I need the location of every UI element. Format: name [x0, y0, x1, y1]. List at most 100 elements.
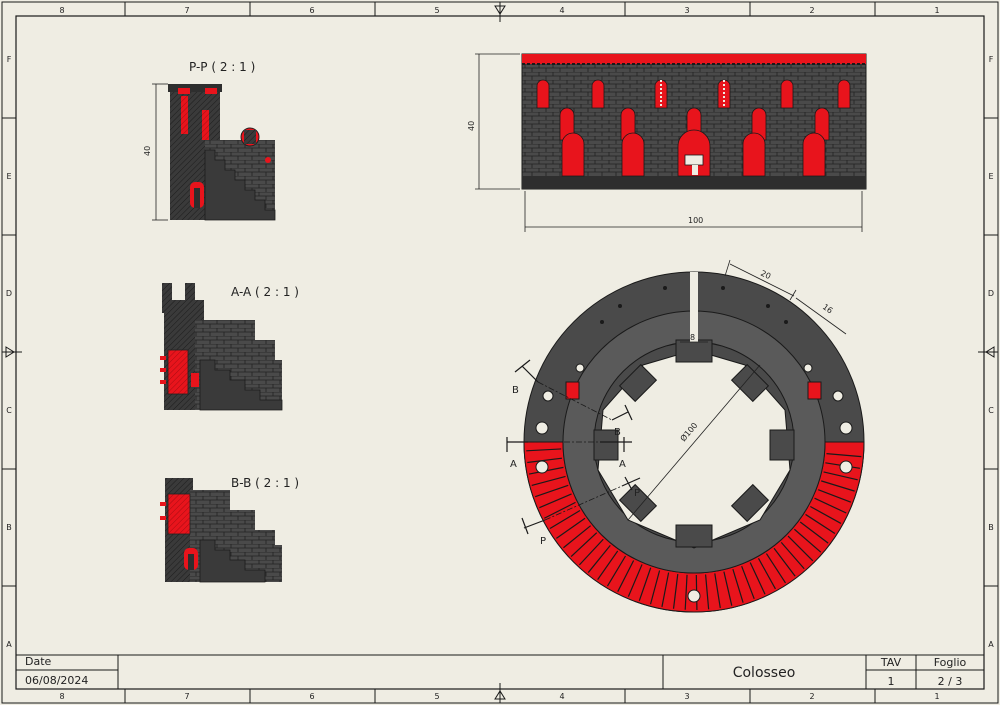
col-label-8: 8	[59, 6, 64, 15]
seat-divider	[821, 480, 855, 492]
seat-divider	[539, 493, 572, 509]
seat-divider	[805, 513, 836, 535]
front-elevation[interactable]: 40 100	[467, 53, 867, 232]
seat-divider	[534, 484, 569, 498]
drawing-title: Colosseo	[733, 665, 796, 681]
foglio-label: Foglio	[934, 656, 967, 669]
seat-divider	[578, 538, 604, 566]
col-label-4-bottom: 4	[559, 692, 564, 701]
seat-divider	[570, 532, 598, 558]
seat-divider	[810, 505, 842, 524]
row-label-D-right: D	[988, 289, 994, 298]
center-arrow-top	[494, 5, 506, 15]
row-label-A-right: A	[988, 640, 994, 649]
col-label-7: 7	[184, 6, 189, 15]
seat-divider	[773, 547, 796, 577]
row-label-F-right: F	[989, 55, 994, 64]
seat-divider	[757, 558, 776, 590]
section-view-pp[interactable]: P-P ( 2 : 1 ) 40	[143, 60, 276, 221]
col-label-2-bottom: 2	[809, 692, 814, 701]
col-label-5: 5	[434, 6, 439, 15]
section-label-b-left: B	[512, 385, 519, 396]
row-label-E: E	[6, 172, 11, 181]
col-label-7-bottom: 7	[184, 692, 189, 701]
title-block	[15, 654, 985, 690]
seat-divider	[714, 573, 721, 609]
seat-divider	[587, 544, 611, 573]
row-label-B: B	[6, 523, 12, 532]
plan-dim-8: 8	[690, 333, 695, 342]
row-label-D: D	[6, 289, 12, 298]
seat-divider	[649, 570, 661, 605]
section-bb-title: B-B ( 2 : 1 )	[231, 476, 299, 490]
section-aa-title: A-A ( 2 : 1 )	[231, 285, 299, 299]
seat-divider	[723, 571, 733, 606]
seat-divider	[549, 509, 581, 530]
seat-divider	[606, 555, 627, 587]
seat-divider	[597, 550, 619, 580]
col-label-3: 3	[684, 6, 689, 15]
seat-divider	[661, 572, 670, 608]
col-label-6: 6	[309, 6, 314, 15]
seat-divider	[527, 457, 563, 464]
seat-divider	[638, 567, 652, 602]
seat-divider	[563, 525, 592, 549]
center-arrow-right	[985, 346, 995, 358]
seat-divider	[817, 489, 852, 503]
front-dim-width: 100	[688, 216, 703, 225]
col-label-3-bottom: 3	[684, 692, 689, 701]
seat-divider	[627, 564, 643, 597]
section-label-b-right: B	[614, 427, 621, 438]
col-label-6-bottom: 6	[309, 692, 314, 701]
tav-label: TAV	[880, 656, 902, 669]
center-arrow-left	[5, 346, 15, 358]
section-view-aa[interactable]: A-A ( 2 : 1 )	[160, 283, 299, 411]
seat-divider	[749, 562, 766, 595]
section-label-p-right: P	[634, 488, 640, 499]
section-label-a-right: A	[619, 459, 626, 470]
row-label-B-right: B	[988, 523, 994, 532]
pp-dim-height: 40	[143, 146, 152, 156]
seat-divider	[799, 521, 829, 544]
plan-view[interactable]: 20 16 8 Ø100 B B A A P P	[506, 259, 865, 613]
section-pp-title: P-P ( 2 : 1 )	[189, 60, 255, 74]
plan-dim-20: 20	[759, 269, 772, 281]
seat-divider	[617, 560, 635, 592]
seat-divider	[823, 471, 858, 481]
row-label-E-right: E	[988, 172, 993, 181]
row-label-C: C	[6, 406, 12, 415]
seat-divider	[765, 553, 787, 584]
col-label-8-bottom: 8	[59, 692, 64, 701]
section-label-a-left: A	[510, 459, 517, 470]
section-view-bb[interactable]: B-B ( 2 : 1 )	[160, 476, 299, 583]
seat-divider	[787, 535, 814, 562]
section-label-p-left: P	[540, 536, 546, 547]
front-dim-height: 40	[467, 121, 476, 131]
date-value: 06/08/2024	[25, 674, 88, 687]
center-arrow-bottom	[494, 690, 506, 700]
seat-divider	[531, 475, 566, 487]
seat-divider	[826, 452, 862, 458]
row-label-F: F	[7, 55, 12, 64]
col-label-1: 1	[934, 6, 939, 15]
seat-divider	[732, 569, 744, 603]
seat-divider	[780, 541, 805, 570]
col-label-1-bottom: 1	[934, 692, 939, 701]
foglio-value: 2 / 3	[938, 675, 963, 688]
seat-divider	[684, 574, 688, 610]
seat-divider	[556, 517, 586, 539]
col-label-5-bottom: 5	[434, 692, 439, 701]
tav-value: 1	[888, 675, 895, 688]
row-label-C-right: C	[988, 406, 994, 415]
col-label-2: 2	[809, 6, 814, 15]
seat-divider	[704, 574, 710, 610]
date-label: Date	[25, 655, 52, 668]
seat-divider	[672, 573, 679, 609]
seat-divider	[741, 565, 755, 600]
seat-divider	[814, 497, 847, 514]
row-label-A: A	[6, 640, 12, 649]
seat-divider	[544, 501, 576, 519]
seat-divider	[793, 528, 822, 553]
